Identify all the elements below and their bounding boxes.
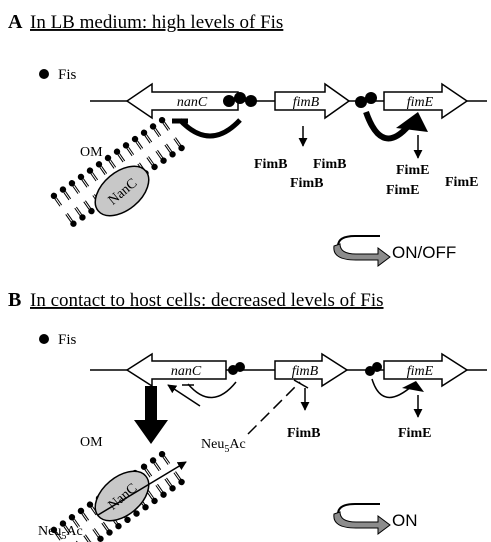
panel-a-letter: A <box>8 11 23 33</box>
fimb-product-a3: FimB <box>290 176 323 191</box>
om-label-b: OM <box>80 435 103 450</box>
om-label-a: OM <box>80 145 103 160</box>
fime-product-a2: FimE <box>386 183 419 198</box>
fimb-gene-label-a: fimB <box>293 95 320 110</box>
fime-gene-label-a: fimE <box>407 95 434 110</box>
switch-label-b: ON <box>392 511 418 530</box>
panel-b-title: In contact to host cells: decreased leve… <box>30 290 384 311</box>
fis-legend-label-a: Fis <box>58 67 77 83</box>
fis-legend-dot-a <box>39 69 49 79</box>
fis-legend-label-b: Fis <box>58 332 77 348</box>
nanc-gene-label-b: nanC <box>171 364 202 379</box>
repression-arc-nanc-a <box>180 120 240 136</box>
fimb-product-a1: FimB <box>254 157 287 172</box>
panel-b: B In contact to host cells: decreased le… <box>8 289 487 542</box>
switch-label-a: ON/OFF <box>392 243 456 262</box>
fime-product-b: FimE <box>398 426 431 441</box>
neu5ac-label-mid: Neu5Ac <box>201 437 246 455</box>
nanc-expression-arrow-b <box>134 386 168 444</box>
fimb-gene-label-b: fimB <box>292 364 319 379</box>
nanc-protein-a: NanC <box>86 157 158 226</box>
repression-arc-nanc-b <box>188 382 236 398</box>
fime-product-a3: FimE <box>445 175 478 190</box>
fime-product-a1: FimE <box>396 163 429 178</box>
fimb-product-b: FimB <box>287 426 320 441</box>
fimb-product-a2: FimB <box>313 157 346 172</box>
fime-gene-label-b: fimE <box>407 364 434 379</box>
nanc-gene-label-a: nanC <box>177 95 208 110</box>
neu5ac-label-low: Neu5Ac <box>38 524 83 542</box>
panel-a-title: In LB medium: high levels of Fis <box>30 12 283 33</box>
panel-a: A In LB medium: high levels of Fis Fis n… <box>8 11 487 266</box>
neu5ac-to-nanc-arrow <box>168 385 200 406</box>
fis-legend-dot-b <box>39 334 49 344</box>
fis-dimer-a1 <box>223 95 235 107</box>
panel-b-letter: B <box>8 289 21 311</box>
